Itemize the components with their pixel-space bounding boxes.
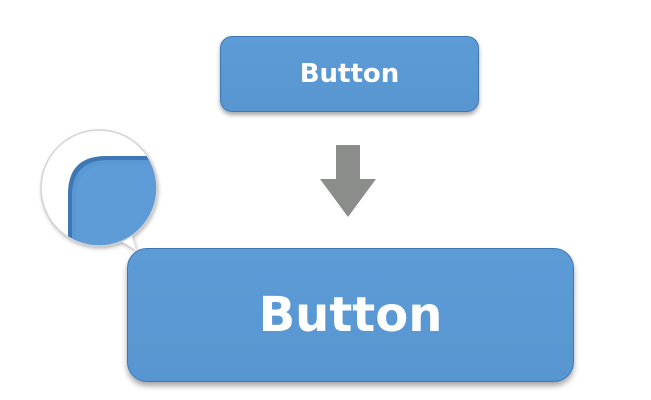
large-button[interactable]: Button — [127, 248, 574, 382]
arrow-down-icon — [320, 145, 376, 217]
small-button-label: Button — [299, 59, 400, 89]
small-button[interactable]: Button — [220, 36, 479, 112]
large-button-label: Button — [258, 287, 443, 343]
magnifier-callout-icon — [40, 129, 158, 250]
